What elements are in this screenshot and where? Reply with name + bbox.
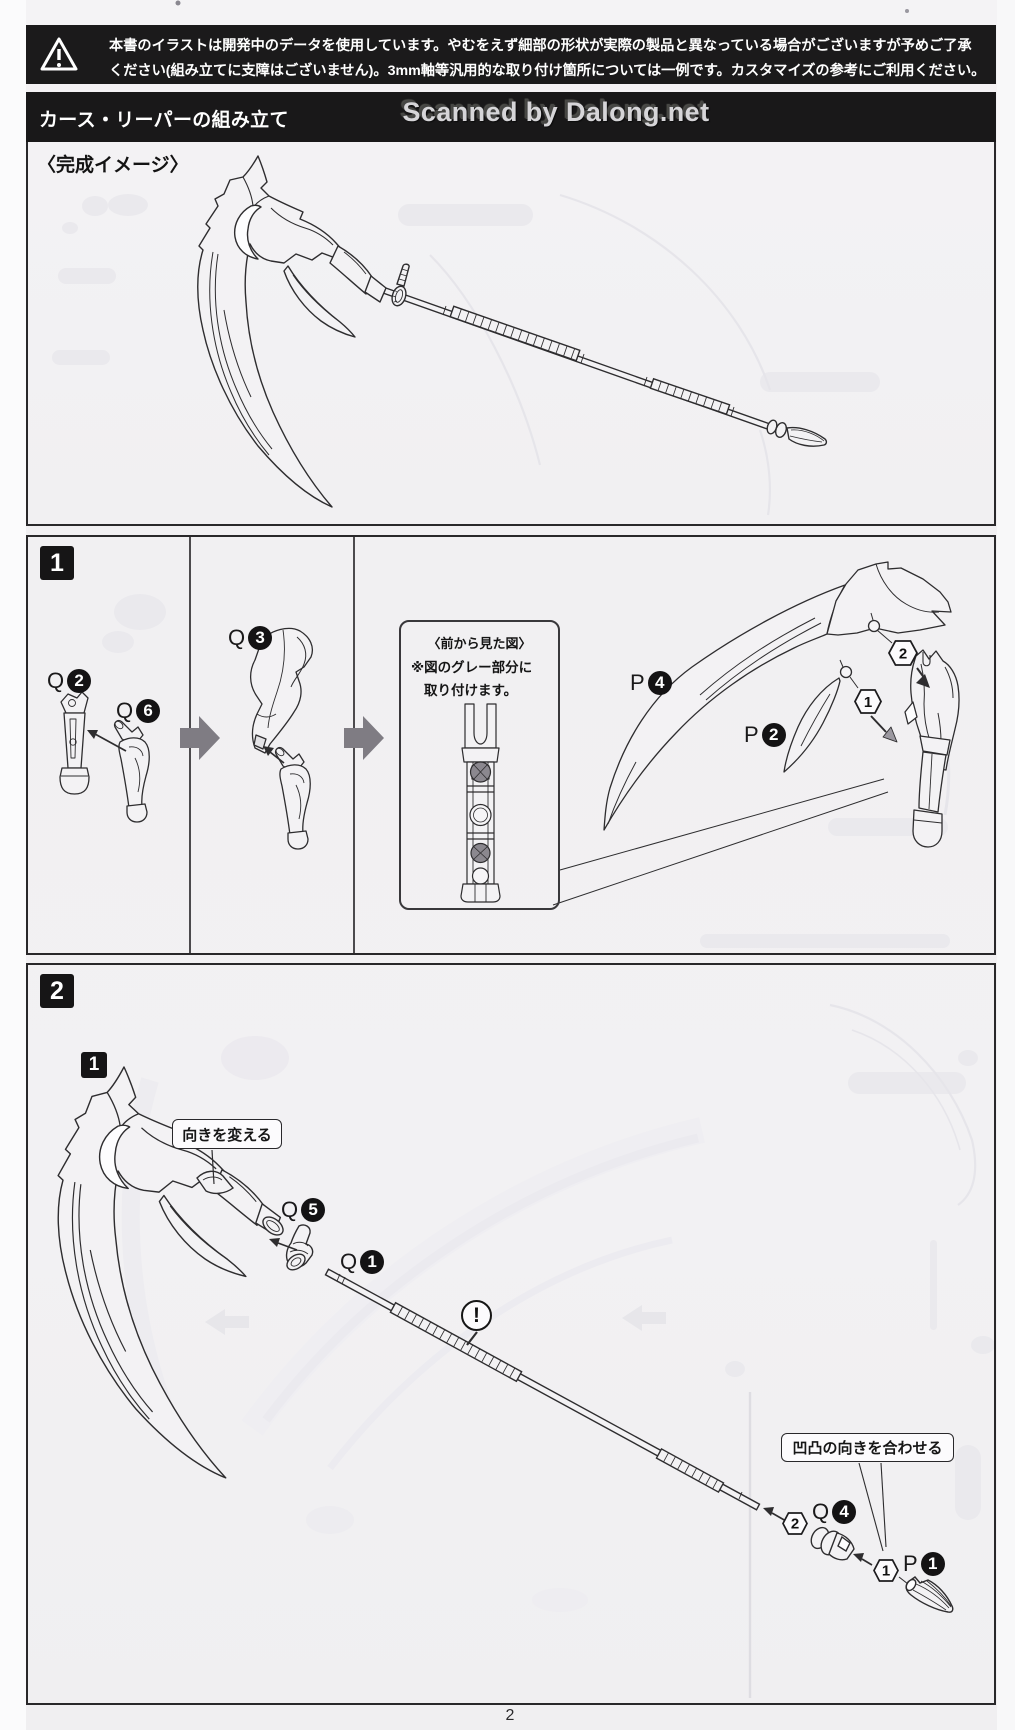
turn-label-pointer	[211, 1149, 215, 1185]
part-number-circle: 5	[301, 1198, 326, 1222]
part-q3-drawing	[249, 627, 314, 754]
hex-number: 1	[864, 694, 872, 711]
warning-banner: 本書のイラストは開発中のデータを使用しています。やむをえず細部の形状が実際の製品…	[26, 25, 996, 84]
hex-number: 2	[791, 1516, 799, 1533]
part-letter: Q	[812, 1499, 830, 1524]
part-q2-drawing	[59, 691, 90, 795]
part-q6-drawing	[113, 719, 150, 823]
part-number-circle: 3	[248, 626, 273, 650]
front-view-note2: 取り付けます。	[424, 683, 518, 698]
step2-scythe-drawing	[52, 1061, 291, 1485]
excl-pointer	[466, 1331, 478, 1346]
turn-direction-note: 向きを変える	[172, 1119, 282, 1149]
arrow-q6-to-q2	[87, 730, 127, 752]
front-view-note-box: 〈前から見た図〉 ※図のグレー部分に 取り付けます。	[399, 620, 560, 910]
part-letter: P	[903, 1551, 918, 1576]
part-number-circle: 6	[136, 699, 161, 723]
part-number-circle: 4	[647, 671, 672, 695]
part-number-circle: 1	[920, 1552, 945, 1576]
gray-arrow-icons	[180, 716, 384, 760]
part-letter: Q	[281, 1197, 299, 1222]
part-q1-drawing	[324, 1268, 761, 1511]
part-q4-drawing	[810, 1526, 855, 1561]
section-header-bar: カース・リーパーの組み立て Scanned by Dalong.net	[26, 92, 996, 142]
arrow-q5-to-handle	[269, 1238, 298, 1251]
arrow-hex1-to-q4	[853, 1553, 873, 1566]
step1-number-badge: 1	[40, 546, 74, 580]
part-letter: Q	[340, 1249, 358, 1274]
scan-watermark: Scanned by Dalong.net	[402, 97, 710, 127]
part-q5-drawing	[285, 1224, 314, 1271]
front-view-note1: ※図のグレー部分に	[411, 660, 533, 675]
callout-hex-2-step1: 2	[887, 640, 919, 666]
step1-panel	[26, 535, 996, 955]
step1-handle-assembly-drawing	[904, 649, 960, 848]
part-letter: Q	[228, 625, 246, 650]
step2-number-badge: 2	[40, 974, 74, 1008]
step2-panel	[26, 963, 996, 1705]
arrow-q4-to-shaft	[763, 1507, 787, 1522]
scan-edge-left	[0, 0, 26, 1730]
part-p2-drawing	[783, 659, 853, 773]
finished-scythe-drawing	[197, 155, 828, 508]
part-p4-drawing	[603, 561, 952, 831]
line-p1-to-hex1	[898, 1576, 909, 1585]
callout-hex-1-step1: 1	[853, 689, 883, 714]
part-letter: P	[744, 722, 759, 747]
finished-image-panel	[26, 141, 996, 526]
part-letter: Q	[47, 668, 65, 693]
part-number-circle: 2	[67, 669, 92, 693]
front-view-part-drawing	[460, 703, 501, 903]
part-letter: Q	[116, 698, 134, 723]
callout-hex-1-step2: 1	[873, 1559, 899, 1582]
align-label-pointers	[858, 1462, 887, 1552]
part-q2q6-assembly-drawing	[274, 746, 311, 850]
align-notch-note: 凹凸の向きを合わせる	[781, 1433, 954, 1462]
step1-callout-arrows	[849, 629, 930, 743]
hex-number: 2	[899, 646, 907, 663]
page-title: カース・リーパーの組み立て	[39, 110, 289, 131]
frontview-pointer-lines	[552, 778, 889, 906]
part-letter: P	[630, 670, 645, 695]
caution-mark: !	[461, 1300, 492, 1331]
scan-edge-right	[997, 0, 1015, 1730]
hex-number: 1	[882, 1563, 890, 1580]
part-number-circle: 4	[832, 1500, 857, 1524]
page-number: 2	[505, 1707, 515, 1724]
part-number-circle: 2	[761, 723, 786, 747]
part-number-circle: 1	[360, 1250, 385, 1274]
warning-triangle-icon	[40, 37, 78, 71]
callout-hex-2-step2: 2	[782, 1512, 808, 1535]
part-p1-drawing	[905, 1576, 954, 1613]
arrow-assembly-to-q3	[263, 746, 285, 764]
front-view-title: 〈前から見た図〉	[427, 636, 532, 651]
warning-text-line2: ください(組み立てに支障はございません)。3mm軸等汎用的な取り付け箇所について…	[109, 63, 986, 79]
finished-image-label: 〈完成イメージ〉	[37, 155, 189, 176]
step2-sub-badge: 1	[81, 1052, 107, 1078]
warning-text-line1: 本書のイラストは開発中のデータを使用しています。やむをえず細部の形状が実際の製品…	[109, 38, 972, 54]
